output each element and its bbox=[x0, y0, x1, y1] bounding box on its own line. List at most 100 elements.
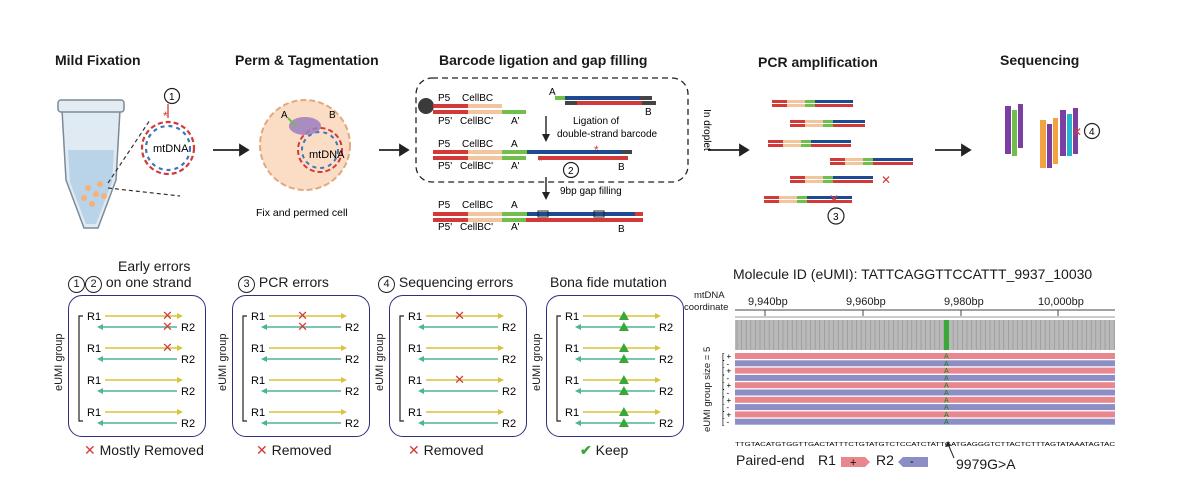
svg-text:A': A' bbox=[511, 222, 520, 233]
strand-sign: [ + bbox=[722, 381, 731, 390]
marker-2: 2 bbox=[568, 166, 574, 177]
mutation-base: A bbox=[944, 419, 949, 426]
r2-label: R2 bbox=[345, 418, 359, 430]
r2-read bbox=[735, 418, 1115, 425]
svg-text:A': A' bbox=[511, 161, 520, 172]
r1-label: R1 bbox=[251, 375, 265, 387]
strand-sign: [ - bbox=[722, 418, 729, 427]
r1-label: R1 bbox=[565, 343, 579, 355]
eumi-group-label: eUMI group bbox=[374, 333, 386, 391]
r2-read bbox=[735, 404, 1115, 411]
svg-text:*: * bbox=[163, 109, 168, 123]
panel2-title-wrap: 3 PCR errors bbox=[238, 274, 329, 293]
r1-label: R1 bbox=[251, 311, 265, 323]
mutation-base: A bbox=[944, 405, 949, 412]
step-title-sequencing: Sequencing bbox=[1000, 52, 1080, 68]
mutation-triangle-icon bbox=[618, 418, 629, 427]
r1-read bbox=[735, 353, 1115, 359]
strand-sign: [ + bbox=[722, 352, 731, 361]
r2-label: R2 bbox=[181, 354, 195, 366]
svg-text:A: A bbox=[511, 139, 518, 150]
r2-label: R2 bbox=[502, 386, 516, 398]
reference-sequence: TTGTACATGTGGTTGACTATTTCTGTATGTCTCCATCTAT… bbox=[735, 442, 1115, 448]
svg-text:CellBC: CellBC bbox=[462, 200, 493, 211]
r2-label: R2 bbox=[659, 354, 673, 366]
panel1-num-1: 1 bbox=[68, 276, 85, 293]
svg-text:A': A' bbox=[511, 116, 520, 127]
svg-text:-: - bbox=[910, 456, 914, 468]
eppendorf-tube-icon bbox=[57, 99, 125, 229]
panel3-num: 4 bbox=[378, 276, 395, 293]
r2-label: R2 bbox=[659, 418, 673, 430]
marker-3: 3 bbox=[833, 212, 839, 223]
in-droplet-label: In droplet bbox=[701, 109, 712, 151]
svg-text:CellBC: CellBC bbox=[462, 139, 493, 150]
fix-cell-label: Fix and permed cell bbox=[256, 207, 348, 219]
mutation-base: A bbox=[944, 397, 949, 404]
legend-r1-label: R1 bbox=[818, 452, 836, 468]
sequencing-clusters-icon bbox=[1005, 104, 1078, 168]
molecule-title: Molecule ID (eUMI): TATTCAGGTTCCATTT_993… bbox=[733, 266, 1093, 282]
r1-label: R1 bbox=[408, 343, 422, 355]
mutation-triangle-icon bbox=[618, 322, 629, 331]
r1-label: R1 bbox=[408, 375, 422, 387]
r2-label: R2 bbox=[345, 322, 359, 334]
strand-sign: [ + bbox=[722, 367, 731, 376]
mutation-base: A bbox=[944, 412, 949, 419]
svg-text:P5': P5' bbox=[438, 222, 452, 233]
strand-sign: [ + bbox=[722, 410, 731, 419]
strand-sign: [ - bbox=[722, 374, 729, 383]
r2-label: R2 bbox=[659, 386, 673, 398]
r1-read bbox=[735, 382, 1115, 389]
svg-text:P5: P5 bbox=[438, 200, 451, 211]
r1-read bbox=[735, 411, 1115, 418]
strand-sign: [ + bbox=[722, 396, 731, 405]
r2-label: R2 bbox=[181, 418, 195, 430]
legend-r2-label: R2 bbox=[876, 452, 894, 468]
panel1-title-a: Early errors bbox=[118, 258, 191, 274]
x-icon: ✕ bbox=[84, 442, 96, 458]
r1-label: R1 bbox=[87, 343, 101, 355]
panel2-num: 3 bbox=[238, 276, 255, 293]
tick-label-1: 9,960bp bbox=[846, 296, 886, 308]
mutation-triangle-icon bbox=[618, 375, 629, 384]
panel2-result: ✕ Removed bbox=[256, 442, 332, 458]
r1-label: R1 bbox=[87, 407, 101, 419]
r1-label: R1 bbox=[565, 375, 579, 387]
step-title-pcr: PCR amplification bbox=[758, 54, 878, 70]
panel1-num-2: 2 bbox=[85, 276, 102, 293]
svg-text:P5: P5 bbox=[438, 139, 451, 150]
r2-label: R2 bbox=[502, 418, 516, 430]
legend-r2-icon: - bbox=[898, 456, 928, 468]
strand-sign: [ - bbox=[722, 359, 729, 368]
r2-read bbox=[735, 374, 1115, 381]
svg-text:A: A bbox=[511, 200, 518, 211]
gap-filling-label: 9bp gap filling bbox=[560, 186, 622, 197]
r1-read bbox=[735, 396, 1115, 403]
svg-text:CellBC': CellBC' bbox=[460, 222, 493, 233]
error-x-icon: ✕ bbox=[297, 308, 308, 323]
r1-label: R1 bbox=[87, 375, 101, 387]
svg-text:P5: P5 bbox=[438, 93, 451, 104]
mtdna-label-2: mtDNA bbox=[309, 149, 345, 161]
r2-read bbox=[735, 360, 1115, 367]
pcr-fragments-icon bbox=[764, 100, 913, 203]
legend-r1-icon: + bbox=[841, 457, 870, 469]
r1-label: R1 bbox=[251, 343, 265, 355]
svg-text:✕: ✕ bbox=[1072, 125, 1082, 139]
svg-text:B: B bbox=[645, 107, 652, 118]
mutation-triangle-icon bbox=[618, 311, 629, 320]
panel3-title-wrap: 4 Sequencing errors bbox=[378, 274, 513, 293]
mtdna-circle-icon bbox=[140, 120, 196, 176]
mutation-triangle-icon bbox=[618, 407, 629, 416]
panel1-result: ✕ Mostly Removed bbox=[84, 442, 204, 458]
svg-text:P5': P5' bbox=[438, 116, 452, 127]
mutation-base: A bbox=[944, 361, 949, 368]
